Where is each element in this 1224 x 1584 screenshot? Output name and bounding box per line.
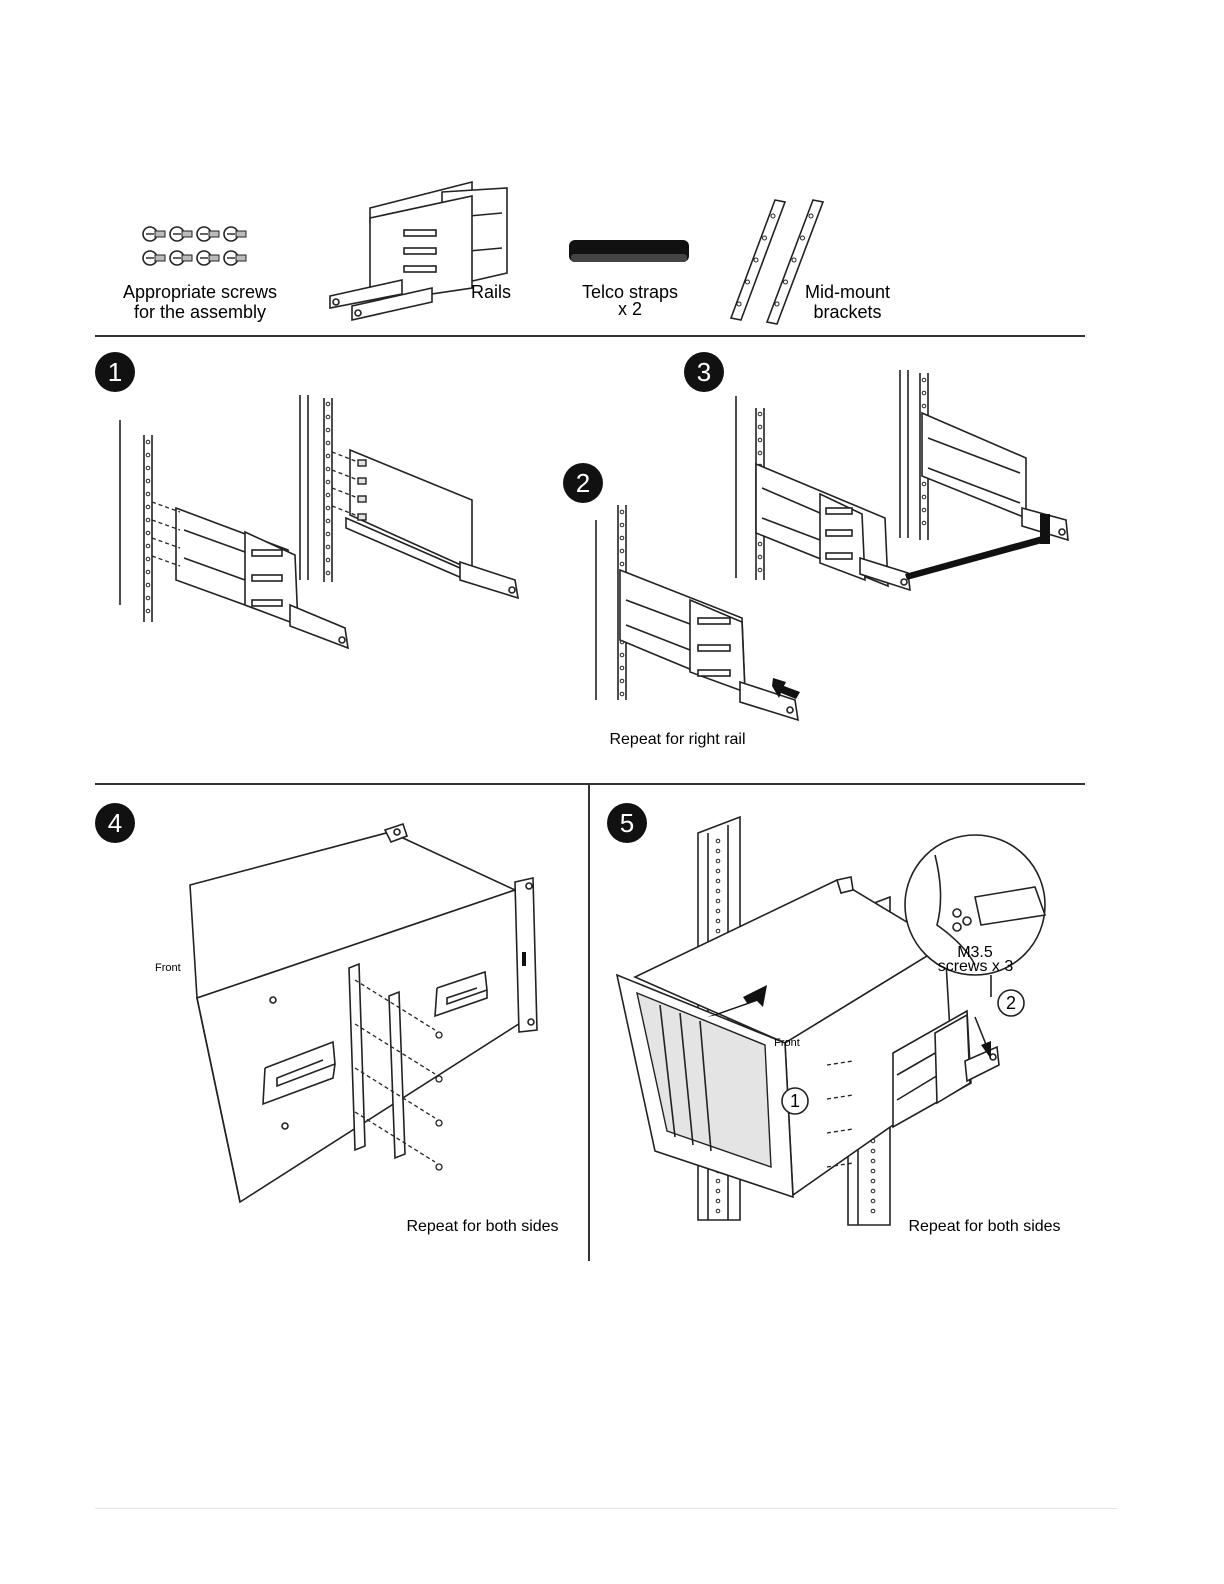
step-5-sub-step-1: 1 <box>785 1091 805 1111</box>
step-4-illustration <box>185 820 565 1200</box>
step-5-front-label: Front <box>767 1033 807 1053</box>
divider-middle <box>95 783 1085 785</box>
screws-illustration <box>140 222 260 272</box>
step-4-caption: Repeat for both sides <box>395 1217 570 1237</box>
step-2-caption: Repeat for right rail <box>585 730 770 750</box>
telco-straps-label-line2: x 2 <box>565 299 695 319</box>
step-3-illustration <box>730 368 1080 598</box>
mid-mount-label-line1: Mid-mount <box>795 282 900 302</box>
step-4-badge: 4 <box>95 803 135 843</box>
step-1-illustration <box>110 390 540 670</box>
mid-mount-label-line2: brackets <box>795 302 900 322</box>
divider-vertical <box>588 785 590 1261</box>
step-1-badge: 1 <box>95 352 135 392</box>
step-3-badge: 3 <box>684 352 724 392</box>
rails-label: Rails <box>460 282 522 302</box>
divider-top <box>95 335 1085 337</box>
step-2-badge: 2 <box>563 463 603 503</box>
screws-label-line2: for the assembly <box>110 302 290 322</box>
page-footer-line <box>95 1508 1117 1509</box>
callout-label-line2: screws x 3 <box>928 957 1023 977</box>
telco-straps-illustration <box>567 236 692 268</box>
step-5-caption: Repeat for both sides <box>897 1217 1072 1237</box>
screws-label-line1: Appropriate screws <box>110 282 290 302</box>
step-5-sub-step-2: 2 <box>1001 993 1021 1013</box>
step-5-illustration <box>615 815 1075 1235</box>
